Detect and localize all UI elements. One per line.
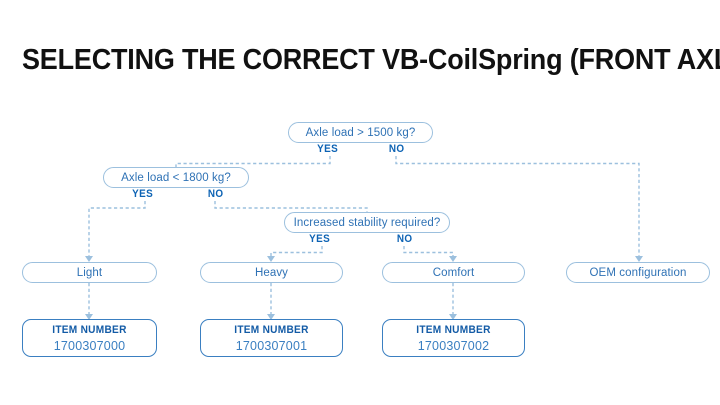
edge-d1-yes (175, 156, 331, 167)
decision-increased-stability[interactable]: Increased stability required? (284, 212, 450, 233)
branch-label-d3-yes: YES (309, 233, 331, 245)
branch-label-d2-no: NO (207, 188, 224, 200)
item-number-label: ITEM NUMBER (416, 324, 491, 336)
result-heavy[interactable]: Heavy (200, 262, 343, 283)
edge-d2-yes (88, 201, 146, 256)
item-number-value: 1700307002 (417, 339, 490, 353)
edge-d2-no (214, 201, 368, 212)
item-number-value: 1700307001 (235, 339, 308, 353)
item-number-card-light[interactable]: ITEM NUMBER 1700307000 (22, 319, 157, 357)
decision-axle-load-1500[interactable]: Axle load > 1500 kg? (288, 122, 433, 143)
edge-d1-no (395, 156, 640, 256)
decision-axle-load-1800[interactable]: Axle load < 1800 kg? (103, 167, 249, 188)
edge-d3-yes (270, 246, 323, 256)
item-number-value: 1700307000 (53, 339, 126, 353)
item-number-label: ITEM NUMBER (234, 324, 309, 336)
item-number-card-comfort[interactable]: ITEM NUMBER 1700307002 (382, 319, 525, 357)
branch-label-d3-no: NO (396, 233, 413, 245)
item-number-label: ITEM NUMBER (52, 324, 127, 336)
branch-label-d1-no: NO (388, 143, 405, 155)
result-oem-configuration[interactable]: OEM configuration (566, 262, 710, 283)
branch-label-d1-yes: YES (317, 143, 339, 155)
edge-d3-no (403, 246, 454, 256)
page-title: SELECTING THE CORRECT VB-CoilSpring (FRO… (22, 44, 720, 76)
result-light[interactable]: Light (22, 262, 157, 283)
branch-label-d2-yes: YES (132, 188, 154, 200)
result-comfort[interactable]: Comfort (382, 262, 525, 283)
item-number-card-heavy[interactable]: ITEM NUMBER 1700307001 (200, 319, 343, 357)
